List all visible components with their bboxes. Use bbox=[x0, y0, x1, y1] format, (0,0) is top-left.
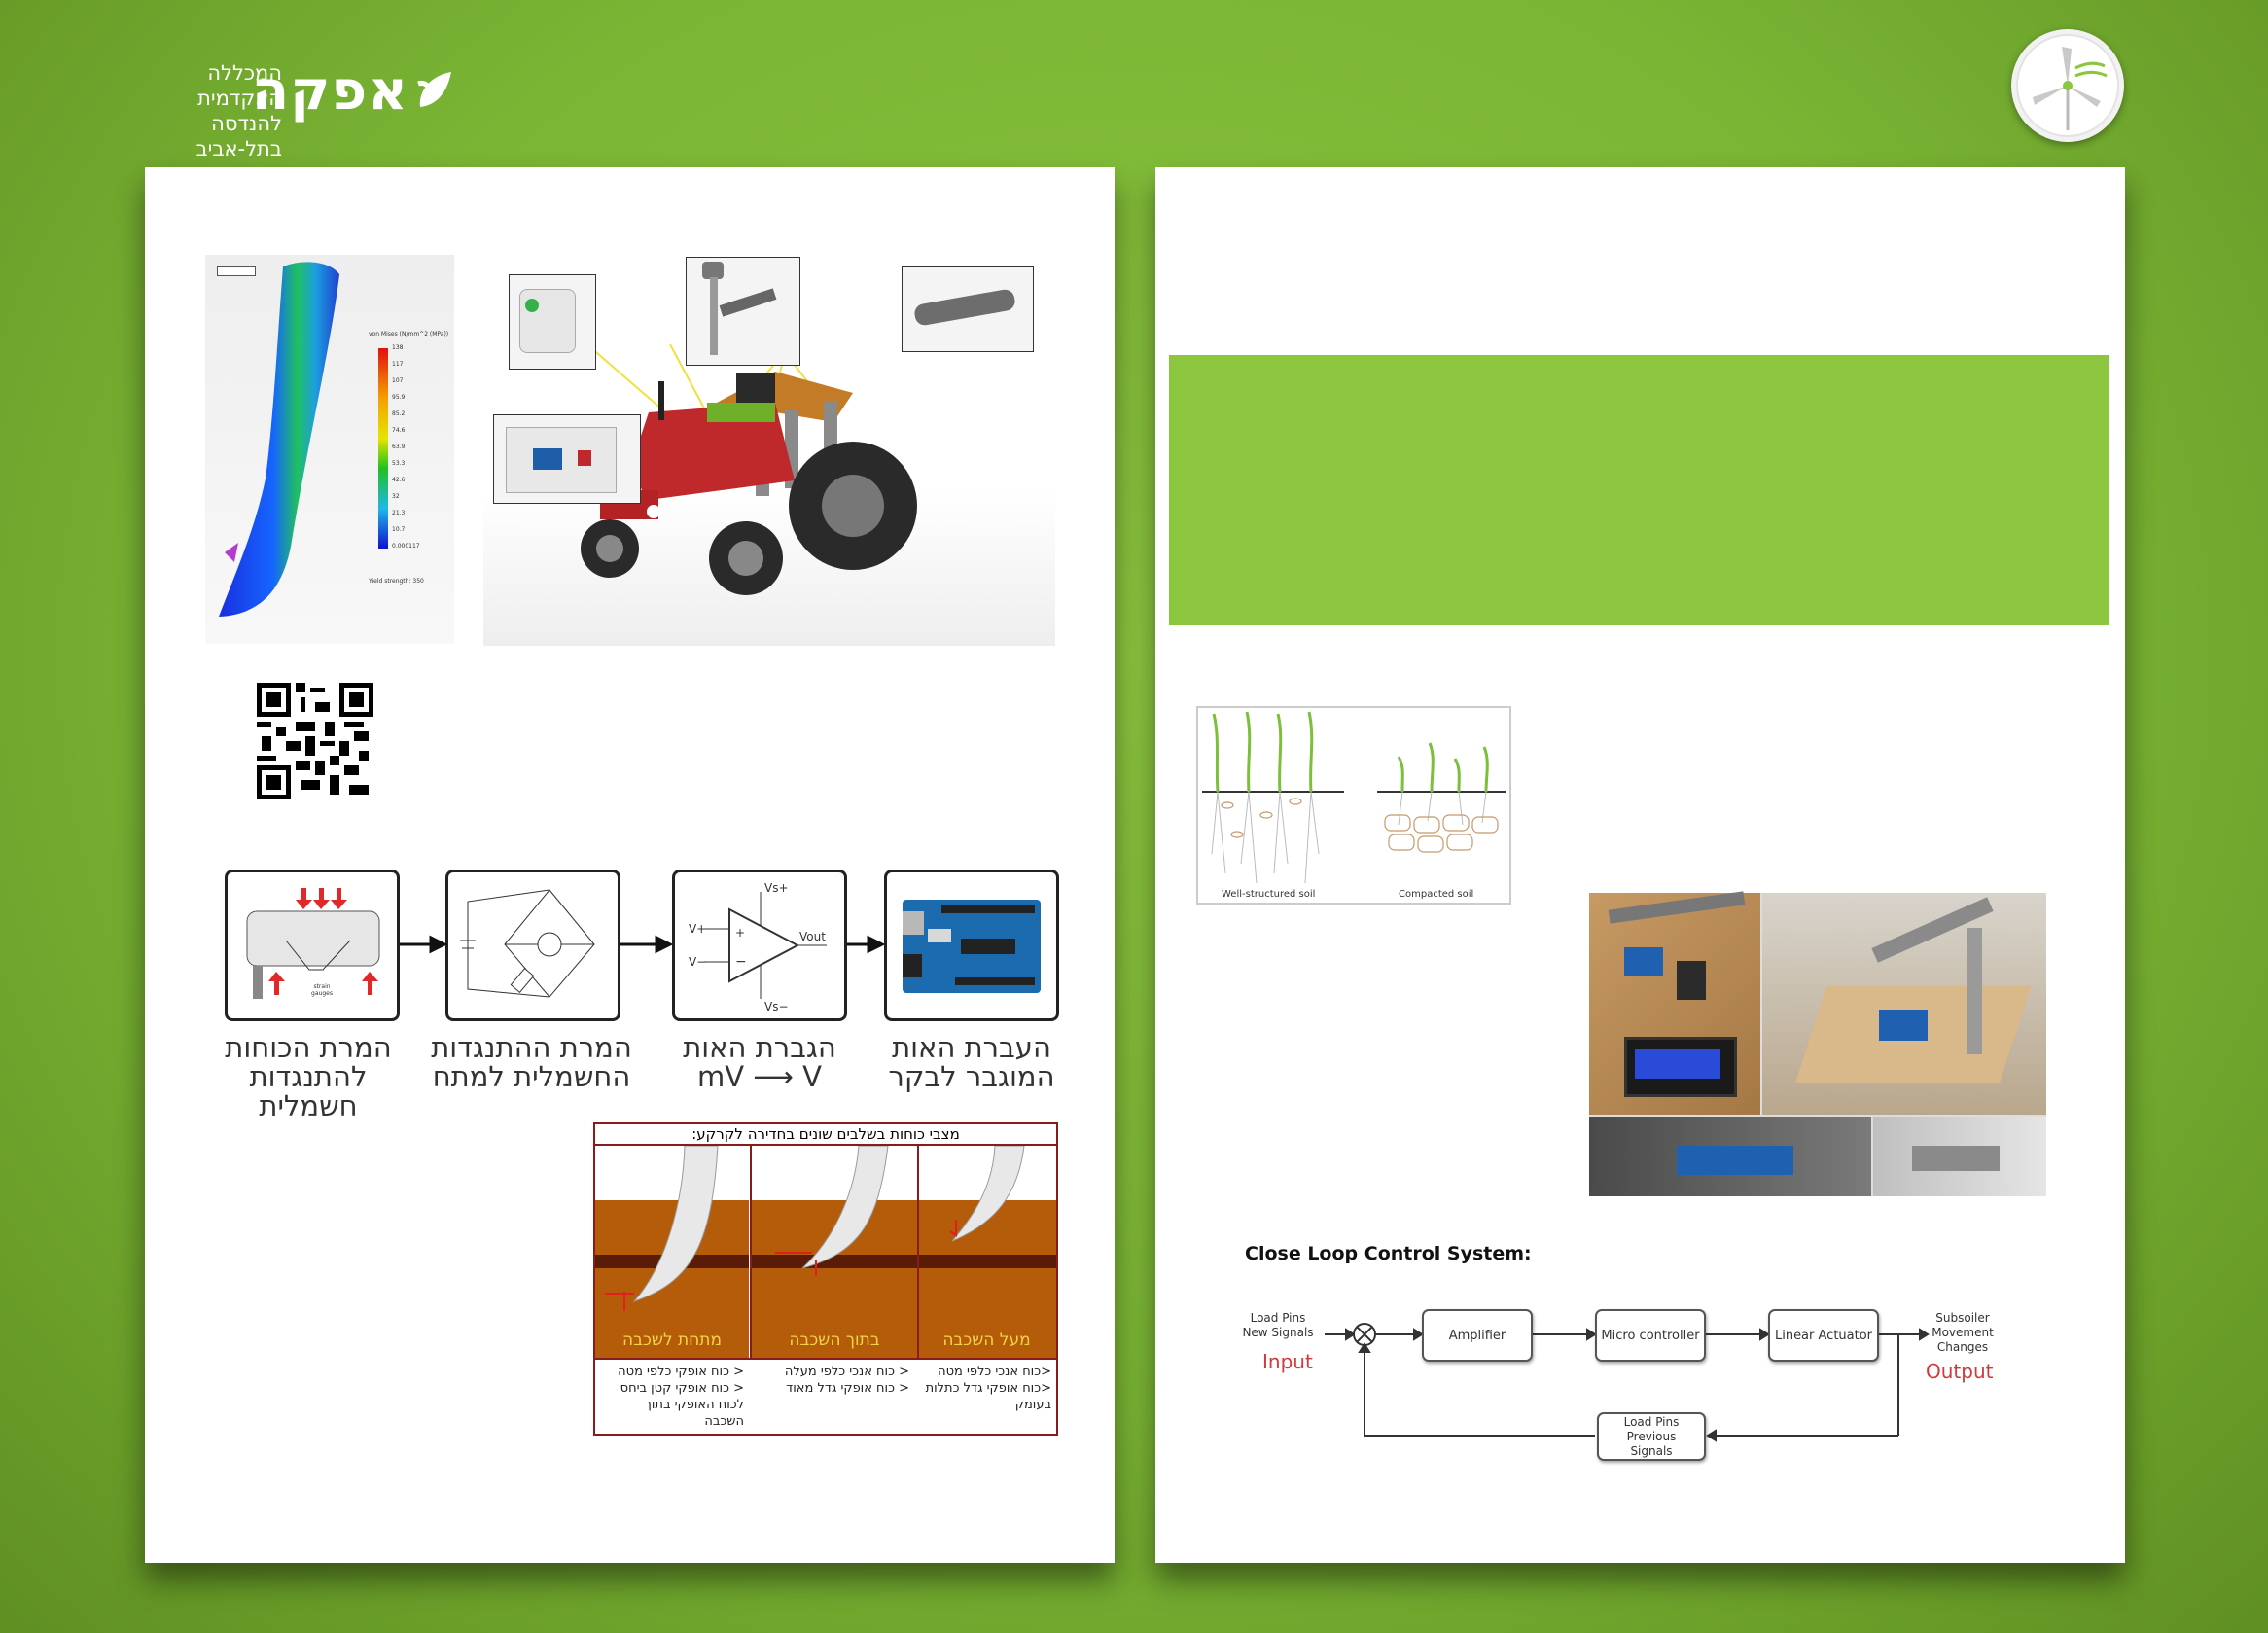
flow-label-resistance-to-voltage: המרת ההתנגדות החשמלית למתח bbox=[431, 1031, 632, 1093]
fea-legend-value: 0.000117 bbox=[392, 543, 420, 550]
soil-note: < כוח אופקי קטן ביחס לכוח האופקי בתוך הש… bbox=[620, 1381, 744, 1429]
logo-line-1: המכללה האקדמית bbox=[197, 61, 282, 110]
soil-notes-inside: < כוח אנכי כלפי מעלה < כוח אופקי גדל מאו… bbox=[754, 1364, 909, 1397]
control-block-linear-actuator: Linear Actuator bbox=[1768, 1309, 1879, 1362]
photo-breadboard bbox=[1589, 891, 1760, 1115]
soil-note: <כוח אופקי גדל כתלות בעומק bbox=[925, 1381, 1051, 1412]
inset-load-pin bbox=[902, 266, 1034, 352]
flow-box-wheatstone-bridge bbox=[445, 870, 620, 1021]
fea-legend-value: 21.3 bbox=[392, 510, 406, 516]
strain-gauge-text: strain gauges bbox=[311, 983, 333, 997]
wind-turbine-icon bbox=[2016, 34, 2119, 137]
fea-yield-label: Yield strength: 350 bbox=[369, 578, 424, 585]
soil-forces-table: מצבי כוחות בשלבים שונים בחדירה לקרקע: מע… bbox=[593, 1122, 1058, 1436]
svg-text:Vs+: Vs+ bbox=[764, 881, 789, 895]
qr-code[interactable] bbox=[257, 683, 373, 799]
soil-note: < כוח אופקי גדל מאוד bbox=[786, 1381, 909, 1396]
svg-text:Vout: Vout bbox=[799, 930, 826, 943]
logo-line-2: להנדסה בתל-אביב bbox=[195, 112, 282, 160]
fea-legend-value: 107 bbox=[392, 377, 404, 384]
fea-legend-value: 138 bbox=[392, 344, 404, 351]
lcd-display bbox=[1624, 1037, 1737, 1097]
right-page: Well-structured soil Compacted soil Clos… bbox=[1155, 167, 2125, 1563]
svg-text:V−: V− bbox=[689, 955, 706, 969]
green-banner bbox=[1169, 355, 2109, 625]
fea-legend-value: 117 bbox=[392, 361, 404, 368]
control-block-microcontroller: Micro controller bbox=[1595, 1309, 1706, 1362]
soil-panel-below: מתחת לשכבה bbox=[595, 1146, 749, 1358]
logo-leaf-icon bbox=[417, 72, 451, 107]
fea-legend-value: 10.7 bbox=[392, 526, 406, 533]
flow-label-force-to-resistance: המרת הכוחות להתנגדות חשמלית bbox=[225, 1031, 392, 1122]
flow-box-amplifier: Vs+ Vs− V+ V− Vout + − bbox=[672, 870, 847, 1021]
inset-control-box bbox=[509, 274, 596, 370]
soil-note: < כוח אופקי כלפי מטה bbox=[618, 1365, 744, 1379]
soil-label-above: מעל השכבה bbox=[942, 1331, 1031, 1350]
wind-turbine-badge bbox=[2011, 29, 2124, 142]
soil-notes-above: <כוח אנכי כלפי מטה <כוח אופקי גדל כתלות … bbox=[921, 1364, 1051, 1413]
fea-legend-value: 63.9 bbox=[392, 444, 406, 450]
control-input-label: Input bbox=[1262, 1350, 1313, 1373]
flow-box-strain-gauge: strain gauges bbox=[225, 870, 400, 1021]
flow-box-arduino bbox=[884, 870, 1059, 1021]
soil-caption-well-structured: Well-structured soil bbox=[1222, 889, 1316, 900]
photo-test-rig bbox=[1762, 893, 2046, 1115]
soil-panel-inside: בתוך השכבה bbox=[750, 1146, 919, 1358]
control-input-text: Load Pins New Signals bbox=[1242, 1311, 1314, 1339]
photo-load-pin bbox=[1873, 1117, 2046, 1196]
soil-table-title: מצבי כוחות בשלבים שונים בחדירה לקרקע: bbox=[595, 1124, 1056, 1146]
soil-label-below: מתחת לשכבה bbox=[621, 1331, 723, 1350]
fea-legend-value: 53.3 bbox=[392, 460, 406, 467]
fea-legend-value: 32 bbox=[392, 493, 400, 500]
soil-note: < כוח אנכי כלפי מעלה bbox=[784, 1365, 909, 1379]
fea-legend-unit: von Mises (N/mm^2 (MPa)) bbox=[369, 331, 449, 337]
college-logo: המכללה האקדמית להנדסה בתל-אביב אפקה bbox=[146, 59, 457, 160]
control-output-label: Output bbox=[1926, 1360, 1994, 1383]
flow-label-signal-amplification: הגברת האות mV ⟶ V bbox=[683, 1031, 836, 1093]
logo-name: אפקה bbox=[251, 59, 408, 123]
photo-wiring bbox=[1589, 1117, 1871, 1196]
fea-legend-value: 74.6 bbox=[392, 427, 406, 434]
soil-note: <כוח אנכי כלפי מטה bbox=[938, 1365, 1051, 1379]
svg-text:+: + bbox=[735, 926, 745, 940]
inset-lever bbox=[686, 257, 800, 366]
control-output-text: Subsoiler Movement Changes bbox=[1931, 1311, 1994, 1354]
prototype-photo-collage bbox=[1589, 891, 2046, 1196]
control-block-feedback: Load Pins Previous Signals bbox=[1597, 1412, 1706, 1461]
soil-panel-above: מעל השכבה bbox=[917, 1146, 1056, 1358]
soil-label-inside: בתוך השכבה bbox=[789, 1331, 880, 1350]
control-title: Close Loop Control System: bbox=[1245, 1243, 1532, 1264]
flow-arrows bbox=[400, 935, 886, 954]
control-block-amplifier: Amplifier bbox=[1422, 1309, 1533, 1362]
flow-label-signal-to-controller: העברת האות המוגבר לבקר bbox=[888, 1031, 1055, 1093]
svg-text:−: − bbox=[735, 954, 747, 970]
fea-legend-value: 42.6 bbox=[392, 477, 406, 483]
fea-legend-values: 138 117 107 95.9 85.2 74.6 63.9 53.3 42.… bbox=[392, 344, 431, 559]
soil-caption-compacted: Compacted soil bbox=[1399, 889, 1474, 900]
tractor-render bbox=[483, 257, 1055, 646]
svg-text:V+: V+ bbox=[689, 922, 706, 936]
arduino-board bbox=[903, 900, 1041, 993]
inset-electronics bbox=[493, 414, 641, 504]
soil-notes-below: < כוח אופקי כלפי מטה < כוח אופקי קטן ביח… bbox=[603, 1364, 744, 1430]
left-page: von Mises (N/mm^2 (MPa)) 138 117 107 95.… bbox=[145, 167, 1115, 1563]
fea-legend-value: 95.9 bbox=[392, 394, 406, 401]
fea-stress-plot: von Mises (N/mm^2 (MPa)) 138 117 107 95.… bbox=[205, 255, 454, 644]
control-diagram-lines bbox=[1325, 1323, 1930, 1442]
svg-text:Vs−: Vs− bbox=[764, 1000, 789, 1013]
soil-structure-image: Well-structured soil Compacted soil bbox=[1196, 706, 1511, 905]
fea-legend-value: 85.2 bbox=[392, 410, 406, 417]
